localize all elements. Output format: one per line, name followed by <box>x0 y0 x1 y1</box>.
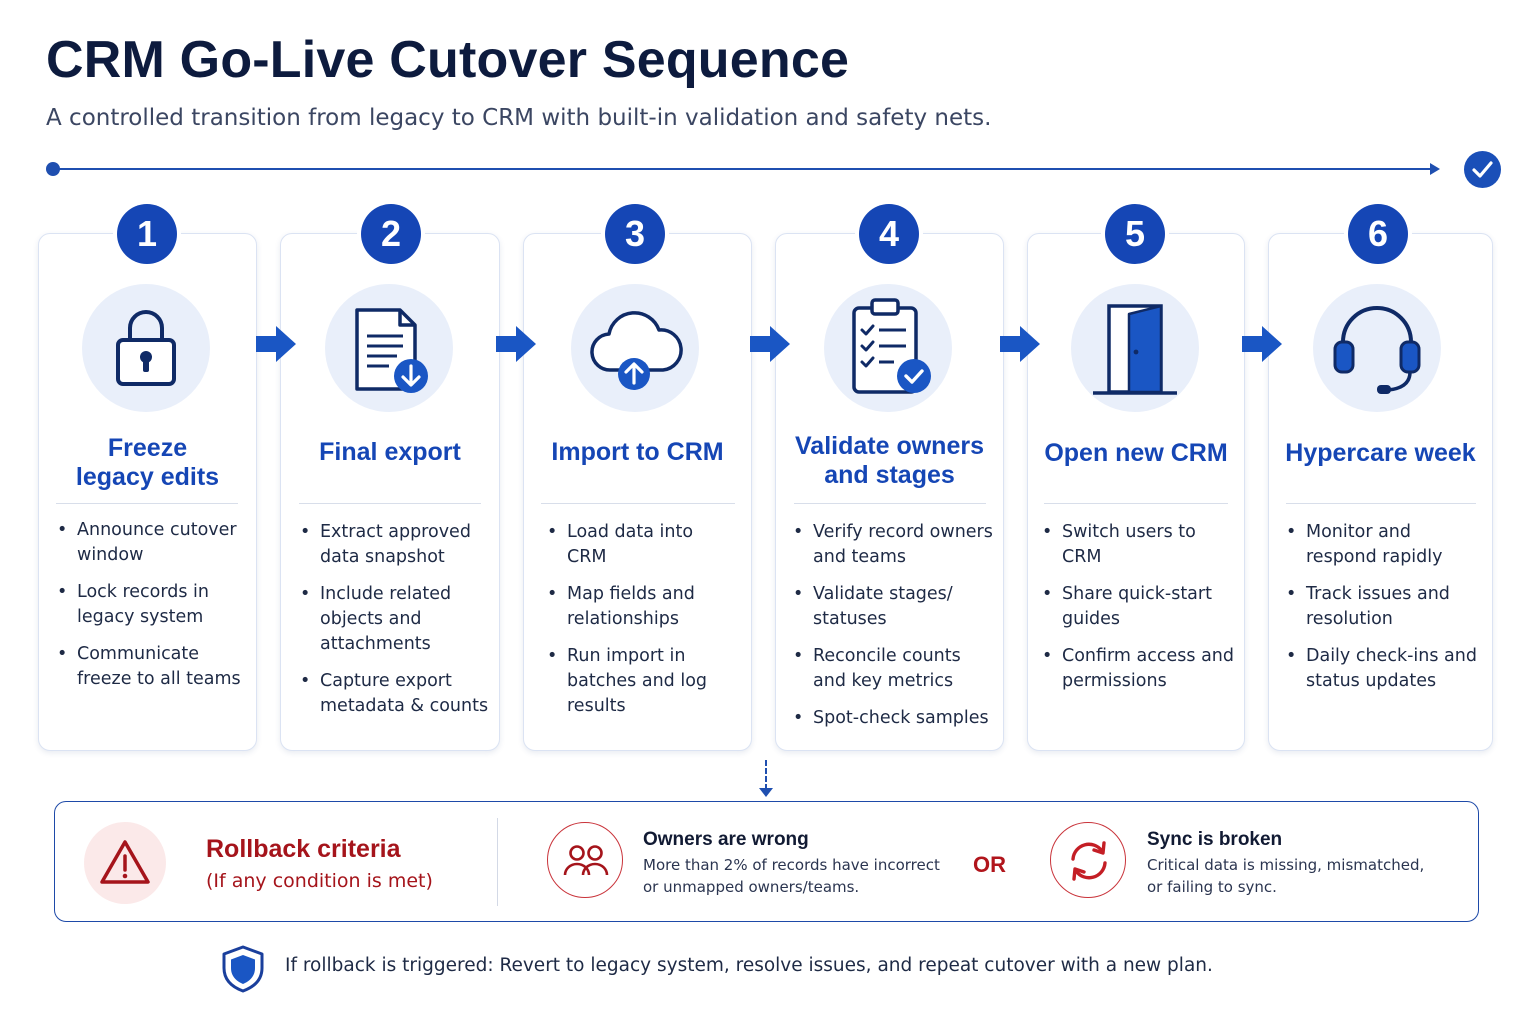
bullet-item: Daily check-ins and status updates <box>1286 644 1486 694</box>
checklist-clipboard-icon <box>824 284 952 412</box>
step-title-3: Import to CRM <box>551 438 724 466</box>
headset-icon <box>1313 284 1441 412</box>
warning-triangle-icon <box>84 822 166 904</box>
bullet-item: Monitor and respond rapidly <box>1286 520 1486 570</box>
bullet-item: Spot-check samples <box>793 706 998 731</box>
step-number-badge-5: 5 <box>1105 204 1165 264</box>
document-download-icon <box>325 284 453 412</box>
timeline-line <box>56 168 1436 170</box>
step-number-badge-4: 4 <box>859 204 919 264</box>
step-title-6: Hypercare week <box>1285 439 1476 467</box>
flow-arrow-5-6 <box>1242 326 1282 362</box>
bullet-item: Reconcile counts and key metrics <box>793 644 998 694</box>
step-bullets-5: Switch users to CRM Share quick-start gu… <box>1042 520 1237 706</box>
bullet-item: Include related objects and attachments <box>300 582 495 657</box>
open-door-icon <box>1071 284 1199 412</box>
step-number-badge-1: 1 <box>117 204 177 264</box>
step-title-5: Open new CRM <box>1044 439 1228 467</box>
rollback-footer-note: If rollback is triggered: Revert to lega… <box>285 955 1213 976</box>
users-icon <box>547 822 623 898</box>
step-number-badge-3: 3 <box>605 204 665 264</box>
page-subtitle: A controlled transition from legacy to C… <box>46 105 992 131</box>
bullet-item: Validate stages/ statuses <box>793 582 998 632</box>
condition-text-owners: More than 2% of records have incorrect o… <box>643 856 940 896</box>
condition-text-sync: Critical data is missing, mismatched, or… <box>1147 856 1425 896</box>
sync-icon <box>1050 822 1126 898</box>
bullet-item: Share quick-start guides <box>1042 582 1237 632</box>
rollback-title: Rollback criteria <box>206 835 401 863</box>
bullet-item: Announce cutover window <box>57 518 247 568</box>
bullet-item: Run import in batches and log results <box>547 644 737 719</box>
page-title: CRM Go-Live Cutover Sequence <box>46 31 850 89</box>
step-divider-4 <box>794 503 986 504</box>
rollback-connector-arrowhead <box>759 788 773 797</box>
rollback-criteria-panel <box>54 801 1479 922</box>
timeline-arrowhead <box>1430 163 1440 175</box>
bullet-item: Lock records in legacy system <box>57 580 247 630</box>
condition-title-sync: Sync is broken <box>1147 829 1283 850</box>
bullet-item: Capture export metadata & counts <box>300 669 495 719</box>
shield-icon <box>220 944 266 998</box>
step-title-1: Freeze legacy edits <box>75 434 220 491</box>
bullet-item: Load data into CRM <box>547 520 737 570</box>
step-divider-2 <box>299 503 481 504</box>
flow-arrow-3-4 <box>750 326 790 362</box>
rollback-subtitle: (If any condition is met) <box>206 870 433 892</box>
rollback-connector-line <box>765 760 767 790</box>
cloud-upload-icon <box>571 284 699 412</box>
step-bullets-3: Load data into CRM Map fields and relati… <box>547 520 737 731</box>
padlock-icon <box>82 284 210 412</box>
timeline <box>0 150 1536 190</box>
step-bullets-4: Verify record owners and teams Validate … <box>793 520 998 743</box>
step-bullets-2: Extract approved data snapshot Include r… <box>300 520 495 731</box>
step-divider-3 <box>541 503 735 504</box>
timeline-complete-check-icon <box>1464 151 1501 188</box>
step-title-4: Validate owners and stages <box>795 432 984 489</box>
step-bullets-1: Announce cutover window Lock records in … <box>57 518 247 704</box>
step-number-badge-2: 2 <box>361 204 421 264</box>
flow-arrow-1-2 <box>256 326 296 362</box>
step-title-2: Final export <box>319 438 461 466</box>
flow-arrow-4-5 <box>1000 326 1040 362</box>
bullet-item: Track issues and resolution <box>1286 582 1486 632</box>
bullet-item: Confirm access and permissions <box>1042 644 1237 694</box>
step-number-badge-6: 6 <box>1348 204 1408 264</box>
flow-arrow-2-3 <box>496 326 536 362</box>
step-divider-1 <box>56 503 238 504</box>
step-divider-5 <box>1044 503 1228 504</box>
rollback-separator <box>497 818 498 906</box>
step-divider-6 <box>1286 503 1476 504</box>
bullet-item: Switch users to CRM <box>1042 520 1237 570</box>
bullet-item: Communicate freeze to all teams <box>57 642 247 692</box>
or-label: OR <box>973 852 1006 877</box>
bullet-item: Map fields and relationships <box>547 582 737 632</box>
timeline-start-dot <box>46 162 60 176</box>
condition-title-owners: Owners are wrong <box>643 829 809 850</box>
bullet-item: Extract approved data snapshot <box>300 520 495 570</box>
step-bullets-6: Monitor and respond rapidly Track issues… <box>1286 520 1486 706</box>
bullet-item: Verify record owners and teams <box>793 520 998 570</box>
